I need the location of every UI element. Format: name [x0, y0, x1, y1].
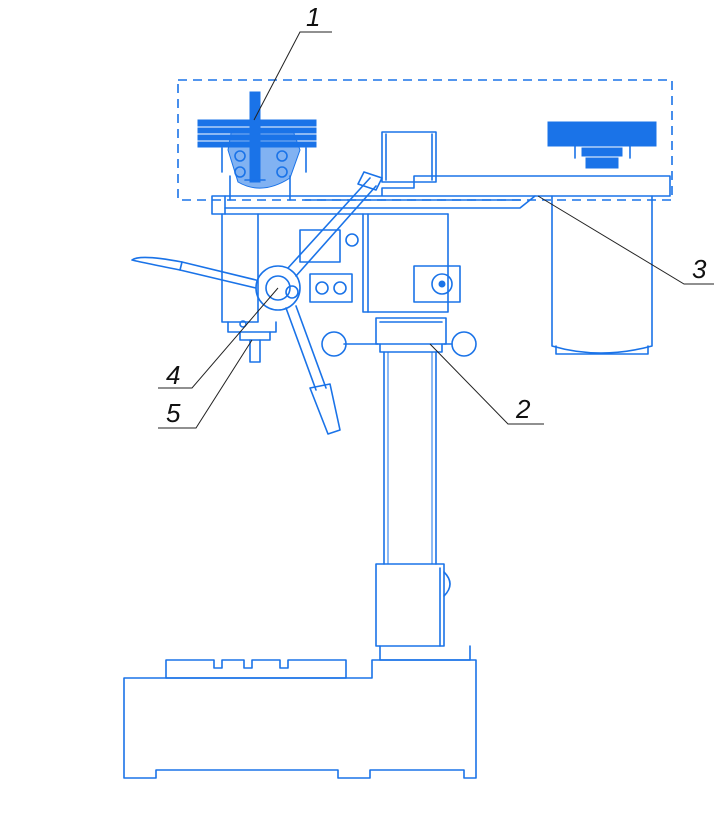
label-2: 2: [515, 394, 531, 424]
spindle-nose: [227, 320, 277, 363]
label-4: 4: [166, 360, 180, 390]
motor-body: [551, 195, 653, 355]
column: [383, 351, 437, 565]
label-5: 5: [166, 398, 181, 428]
feed-handles: [131, 171, 383, 435]
head-clamp: [413, 265, 461, 303]
leader-lines: [158, 31, 714, 429]
label-1: 1: [306, 2, 320, 32]
column-collar: [321, 317, 477, 357]
spindle-shaft: [244, 91, 266, 183]
column-base-sleeve: [375, 563, 471, 661]
motor-pulley: [547, 121, 657, 169]
machine-base: [123, 659, 477, 779]
worktable: [165, 659, 347, 679]
label-3: 3: [692, 254, 707, 284]
depth-gauge-box: [299, 229, 359, 303]
